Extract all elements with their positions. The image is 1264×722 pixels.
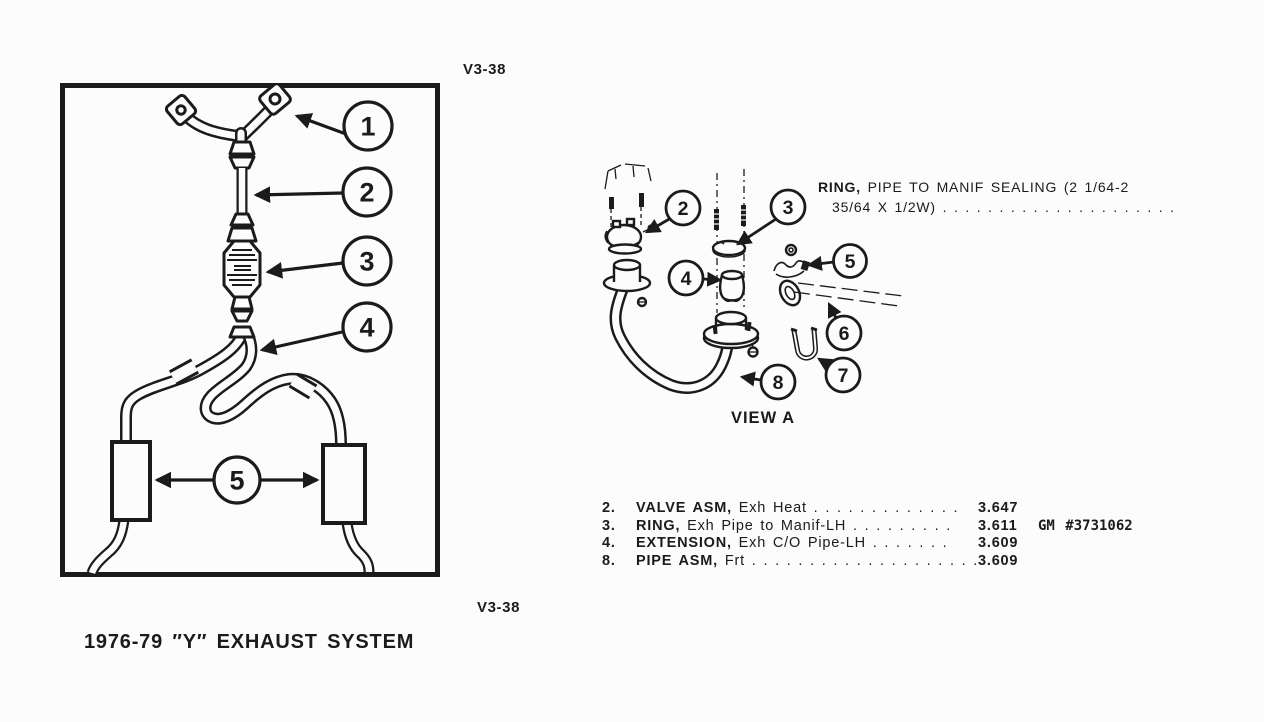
arrow-va-2 <box>645 216 672 234</box>
catalytic-converter <box>222 239 262 323</box>
part-description: EXTENSION, Exh C/O Pipe-LH . . . . . . . <box>636 535 978 551</box>
intermediate-pipe <box>226 140 258 243</box>
diagram-frame <box>60 83 440 577</box>
arrow-va-3 <box>736 217 777 246</box>
y-crossover-pipes <box>120 325 347 451</box>
parts-list-row: 4. EXTENSION, Exh C/O Pipe-LH . . . . . … <box>602 535 1202 553</box>
arrow-va-4 <box>702 271 723 287</box>
callout-va-2: 2 <box>664 189 702 227</box>
part-desc: Frt <box>724 552 745 569</box>
figure-code-top: V3-38 <box>463 61 507 78</box>
part-name: RING, <box>636 517 681 534</box>
view-a-exploded-diagram: 2 3 4 5 6 7 8 VIEW A <box>602 163 904 427</box>
svg-text:8: 8 <box>773 372 784 394</box>
arrow-va-8 <box>739 371 762 387</box>
parts-list-row: 2. VALVE ASM, Exh Heat . . . . . . . . .… <box>602 500 1202 518</box>
ring-note: RING, PIPE TO MANIF SEALING (2 1/64-2 35… <box>818 177 1175 217</box>
svg-text:6: 6 <box>839 323 850 345</box>
callout-va-6: 6 <box>825 314 863 352</box>
part-name: PIPE ASM, <box>636 552 718 569</box>
svg-text:5: 5 <box>845 251 856 273</box>
u-bolt <box>790 326 819 361</box>
callout-1: 1 <box>342 100 394 152</box>
tailpipe-left <box>86 519 130 575</box>
svg-text:3: 3 <box>783 197 794 219</box>
dot-leader: . . . . . . . . . <box>846 517 952 534</box>
pipe-inlet-flange <box>602 258 652 308</box>
part-description: VALVE ASM, Exh Heat . . . . . . . . . . … <box>636 500 978 516</box>
arrow-va-5 <box>806 255 835 271</box>
extension-pipe <box>718 269 746 303</box>
ring-note-bold: RING, <box>818 179 861 195</box>
svg-text:5: 5 <box>229 466 244 496</box>
tailpipe-right <box>341 522 375 573</box>
figure-code-bottom: V3-38 <box>477 599 521 616</box>
manifold-flange-right <box>258 83 292 116</box>
part-desc: Exh C/O Pipe-LH <box>738 535 866 551</box>
arrow-va-6 <box>827 301 842 319</box>
exhaust-hanger <box>778 279 904 307</box>
exhaust-system-diagram: 1 2 3 4 5 <box>60 83 440 577</box>
part-name: VALVE ASM, <box>636 500 732 516</box>
part-number: 2. <box>602 500 616 516</box>
callout-va-7: 7 <box>824 356 862 394</box>
svg-text:2: 2 <box>359 178 374 208</box>
svg-text:1: 1 <box>360 112 375 142</box>
svg-text:7: 7 <box>838 365 849 387</box>
part-description: PIPE ASM, Frt . . . . . . . . . . . . . … <box>636 553 978 569</box>
parts-list-row: 3. RING, Exh Pipe to Manif-LH . . . . . … <box>602 518 1202 536</box>
callout-4: 4 <box>341 301 393 353</box>
svg-text:4: 4 <box>681 268 692 290</box>
front-pipe-asm <box>609 285 734 394</box>
callout-2: 2 <box>341 166 393 218</box>
part-number: 4. <box>602 535 616 551</box>
callout-va-5: 5 <box>832 243 868 279</box>
view-a-label: VIEW A <box>731 409 795 427</box>
dot-leader: . . . . . . . . . . . . . <box>806 500 959 516</box>
part-desc: Exh Pipe to Manif-LH <box>687 517 847 534</box>
dot-leader: . . . . . . . <box>865 535 948 551</box>
arrow-callout-3 <box>265 261 344 279</box>
part-group-code: 3.609 <box>978 535 1019 551</box>
callout-va-8: 8 <box>759 363 797 401</box>
part-description: RING, Exh Pipe to Manif-LH . . . . . . .… <box>636 518 978 534</box>
ring-note-line1: RING, PIPE TO MANIF SEALING (2 1/64-2 <box>818 177 1175 197</box>
heat-riser-valve <box>604 217 655 255</box>
arrow-callout-4 <box>259 330 343 356</box>
part-group-code: 3.647 <box>978 500 1019 516</box>
part-number: 8. <box>602 552 616 569</box>
parts-list-row: 8. PIPE ASM, Frt . . . . . . . . . . . .… <box>602 553 1202 571</box>
callout-va-3: 3 <box>769 188 807 226</box>
parts-list: 2. VALVE ASM, Exh Heat . . . . . . . . .… <box>602 500 1202 570</box>
callout-5: 5 <box>212 455 262 505</box>
ring-note-rest: PIPE TO MANIF SEALING (2 1/64-2 <box>860 179 1130 195</box>
arrow-callout-2 <box>253 186 344 203</box>
manifold-sketch <box>604 163 652 209</box>
muffler-right <box>321 443 367 525</box>
dot-leader: . . . . . . . . . . . . . . . . . . . . <box>744 552 978 569</box>
pipe-end-flange <box>702 310 760 358</box>
muffler-left <box>110 440 152 522</box>
callout-3: 3 <box>341 235 393 287</box>
part-number: 3. <box>602 517 616 534</box>
manifold-flange-left <box>164 93 198 127</box>
svg-text:3: 3 <box>359 247 374 277</box>
callout-va-4: 4 <box>667 259 705 297</box>
flange-studs <box>713 205 747 230</box>
clamp-nut <box>784 243 798 257</box>
part-gm-number: GM #3731062 <box>1038 517 1133 534</box>
part-desc: Exh Heat <box>738 500 807 516</box>
part-group-code: 3.609 <box>978 552 1019 569</box>
ring-note-line2: 35/64 X 1/2W) . . . . . . . . . . . . . … <box>832 199 1175 215</box>
svg-text:2: 2 <box>678 198 689 220</box>
part-group-code: 3.611 <box>978 517 1018 534</box>
diagram-caption: 1976-79 ″Y″ EXHAUST SYSTEM <box>84 631 415 653</box>
svg-text:4: 4 <box>359 313 374 343</box>
exhaust-clamp <box>773 260 811 278</box>
part-name: EXTENSION, <box>636 535 732 551</box>
arrow-callout-1 <box>294 113 347 136</box>
y-head-pipe <box>164 83 292 149</box>
